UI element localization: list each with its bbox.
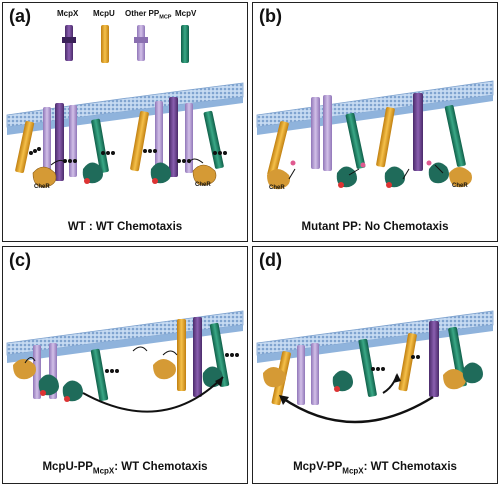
cher-c-2 — [153, 359, 176, 380]
methyl-groups-d — [371, 355, 420, 371]
cher-b-1 — [267, 169, 290, 190]
panel-b: (b) CheR CheR Mutant PP: No Chemotaxis — [252, 2, 498, 242]
cher-d-2 — [443, 369, 466, 390]
cheb-b-3 — [428, 162, 449, 184]
diagram-mcpu-pp — [6, 310, 244, 413]
receptors-mutant — [267, 93, 466, 177]
caption-d: McpV-PPMcpX: WT Chemotaxis — [293, 460, 457, 475]
panel-label-c: (c) — [9, 250, 31, 270]
cheb-enzyme-2 — [150, 162, 171, 184]
cher-enzyme-1 — [32, 166, 57, 188]
legend-other-icon — [134, 25, 148, 61]
cher-d — [263, 367, 286, 388]
cher-b-label-2: CheR — [452, 183, 468, 189]
legend-mcpu-icon — [101, 25, 109, 63]
panel-label-d: (d) — [259, 250, 282, 270]
methyl-groups — [29, 147, 227, 163]
diagram-wt: CheR CheR — [6, 25, 244, 190]
panel-c: (c) McpU-PPMcpX: WT Chemotaxis — [2, 246, 248, 484]
cheb-b-1 — [336, 166, 357, 188]
panel-a: (a) McpX McpU Other PPMCP McpV — [2, 2, 248, 242]
cheb-enzyme-1 — [82, 162, 103, 184]
diagram-mcpv-pp — [256, 310, 494, 424]
legend-mcpv-icon — [181, 25, 189, 63]
cheb-d-1 — [332, 370, 353, 392]
legend-other-pp: Other PPMCP — [125, 9, 172, 21]
cheb-c-2 — [62, 380, 83, 402]
methyl-groups-c — [105, 353, 239, 373]
diagram-mutant: CheR CheR — [256, 80, 494, 191]
legend-mcpu: McpU — [93, 9, 115, 18]
cheb-d-2 — [462, 362, 483, 384]
caption-b: Mutant PP: No Chemotaxis — [301, 221, 449, 233]
legend-mcpv: McpV — [175, 9, 197, 18]
blocked-sites — [290, 160, 432, 168]
panel-d: (d) McpV-PPMcpX: WT Chemotaxis — [252, 246, 498, 484]
cher-enzyme-2 — [192, 164, 217, 186]
transfer-arrow-d — [280, 395, 434, 424]
cher-b-label-1: CheR — [269, 185, 285, 191]
caption-a: WT : WT Chemotaxis — [67, 221, 183, 233]
panel-label-b: (b) — [259, 6, 282, 26]
cher-label-2: CheR — [195, 182, 211, 188]
caption-c: McpU-PPMcpX: WT Chemotaxis — [42, 460, 208, 475]
cher-c — [13, 359, 36, 380]
cher-b-2 — [449, 167, 472, 188]
panel-label-a: (a) — [9, 6, 31, 26]
cheb-c-1 — [38, 374, 59, 396]
membrane-edge — [7, 97, 243, 135]
transfer-arrow — [82, 376, 224, 413]
cheb-b-2 — [384, 166, 405, 188]
legend-mcpx: McpX — [57, 9, 79, 18]
cher-label-1: CheR — [34, 184, 50, 190]
legend-mcpx-icon — [62, 25, 76, 61]
